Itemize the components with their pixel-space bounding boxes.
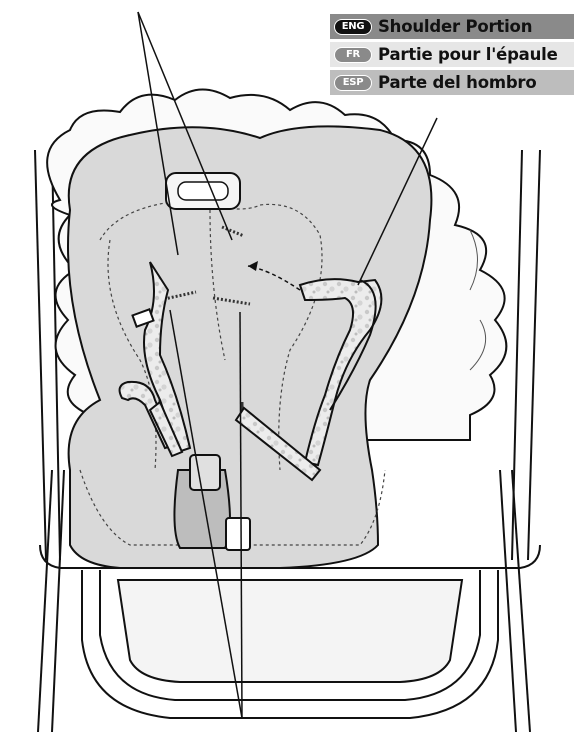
legend-row-eng: ENG Shoulder Portion xyxy=(330,14,574,39)
spanish-badge-icon: ESP xyxy=(334,75,372,91)
seat-tray xyxy=(40,545,540,718)
legend-label-eng: Shoulder Portion xyxy=(378,17,532,36)
legend-label-fr: Partie pour l'épaule xyxy=(378,45,558,64)
seat-pad xyxy=(68,126,431,568)
legend-label-esp: Parte del hombro xyxy=(378,73,537,92)
french-badge-icon: FR xyxy=(334,47,372,63)
handle-cutout xyxy=(166,173,240,209)
legend-row-fr: FR Partie pour l'épaule xyxy=(330,42,574,67)
english-badge-icon: ENG xyxy=(334,19,372,35)
language-legend: ENG Shoulder Portion FR Partie pour l'ép… xyxy=(330,14,574,98)
legend-row-esp: ESP Parte del hombro xyxy=(330,70,574,95)
